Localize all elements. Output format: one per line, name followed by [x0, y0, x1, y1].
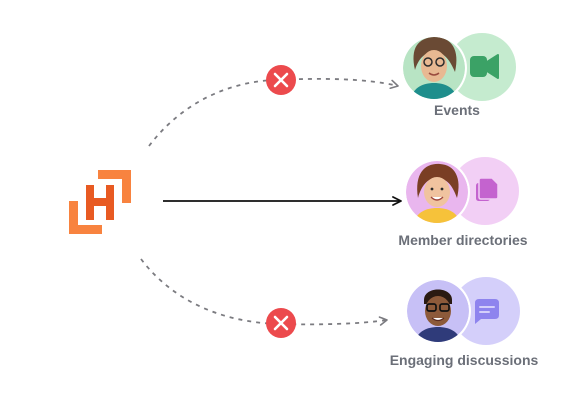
events-node	[401, 33, 516, 101]
member-directories-node	[404, 157, 519, 225]
man-with-glasses-avatar	[407, 280, 469, 342]
video-camera-icon	[470, 54, 499, 79]
destination-label-events: Events	[434, 102, 480, 118]
engaging-discussions-node	[405, 277, 520, 345]
h-logo	[69, 170, 131, 234]
blocked-x-icon	[266, 308, 296, 338]
destination-label-engaging-discussions: Engaging discussions	[389, 352, 539, 368]
dashed-connector-discussions	[140, 258, 388, 326]
woman-smiling-avatar	[406, 161, 468, 223]
destination-label-member-directories: Member directories	[398, 232, 528, 248]
chat-bubble-icon	[475, 299, 499, 324]
documents-icon	[476, 177, 499, 201]
blocked-x-icon	[266, 65, 296, 95]
